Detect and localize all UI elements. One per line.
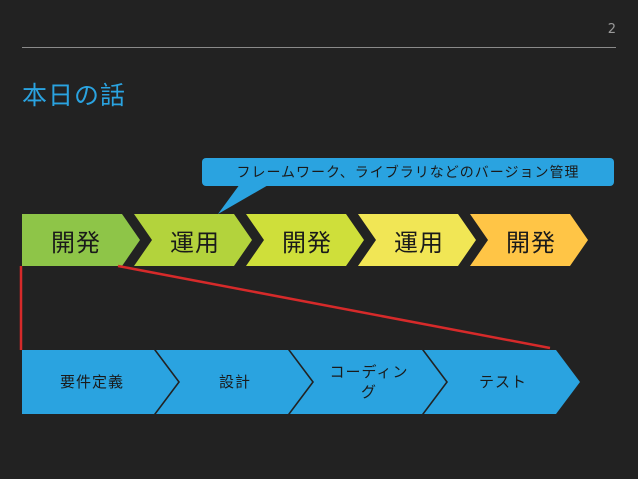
- bracket-right-line: [117, 264, 551, 350]
- cycle-label-5: 開発: [506, 228, 556, 257]
- cycle-row: [22, 214, 588, 266]
- zoom-bracket: [19, 264, 551, 350]
- cycle-chevron-2: [134, 214, 252, 266]
- step-label-4: テスト: [478, 373, 527, 391]
- header-rule: [22, 47, 616, 48]
- callout-pointer: [218, 184, 270, 214]
- cycle-chevron-3: [246, 214, 364, 266]
- step-label-3: コーディング: [329, 363, 409, 401]
- step-chevron-3: [290, 350, 446, 414]
- cycle-chevron-4: [358, 214, 476, 266]
- step-chevron-1: [22, 350, 178, 414]
- step-chevron-2: [156, 350, 312, 414]
- cycle-chevron-5: [470, 214, 588, 266]
- cycle-chevron-1: [22, 214, 140, 266]
- page-number: 2: [607, 22, 616, 37]
- cycle-label-1: 開発: [51, 228, 101, 257]
- steps-row: [22, 350, 580, 414]
- cycle-label-2: 運用: [170, 228, 220, 257]
- callout-box: フレームワーク、ライブラリなどのバージョン管理: [202, 158, 614, 186]
- cycle-label-3: 開発: [282, 228, 332, 257]
- step-chevron-4: [424, 350, 580, 414]
- page-title: 本日の話: [22, 81, 127, 110]
- step-label-2: 設計: [218, 373, 251, 391]
- cycle-label-4: 運用: [394, 228, 444, 257]
- step-label-1: 要件定義: [59, 373, 124, 391]
- callout-text: フレームワーク、ライブラリなどのバージョン管理: [236, 165, 580, 181]
